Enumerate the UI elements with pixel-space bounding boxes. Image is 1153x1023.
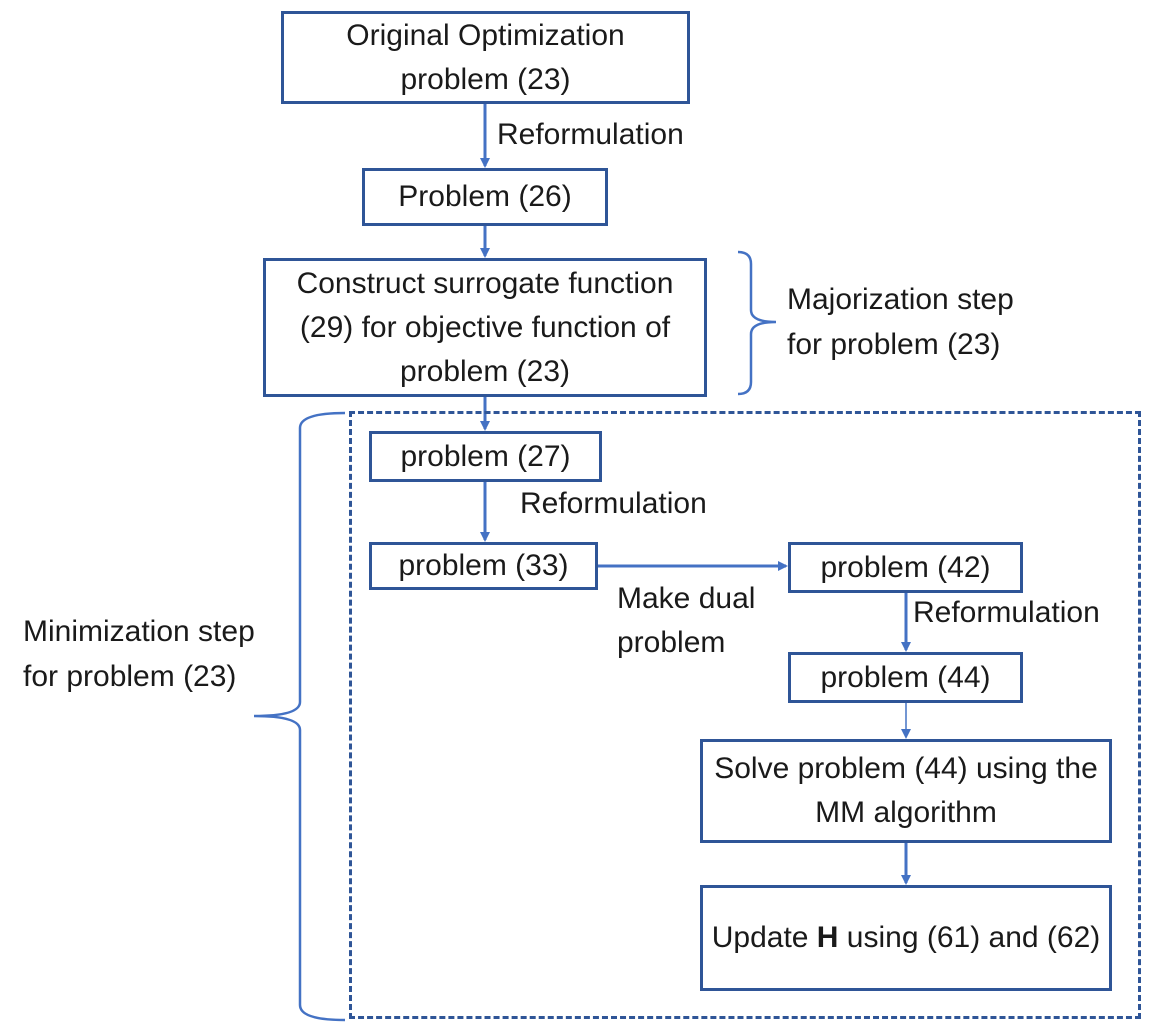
minimization-label-line2: for problem (23) [23,660,237,693]
update-h-matrix-symbol: H [816,921,839,954]
original-problem-box: Original Optimization problem (23) [281,11,690,104]
problem-44-text: problem (44) [820,660,991,694]
surrogate-function-box: Construct surrogate function (29) for ob… [263,258,707,397]
problem-33-box: problem (33) [369,542,598,590]
problem-44-box: problem (44) [788,652,1023,703]
surrogate-function-text: Construct surrogate function (29) for ob… [296,266,674,388]
reformulation-label-3: Reformulation [913,596,1100,629]
minimization-region [349,411,1141,1019]
minimization-brace [253,411,346,1022]
solve-mm-text: Solve problem (44) using the MM algorith… [714,752,1098,829]
majorization-label-line2: for problem (23) [787,328,1001,361]
solve-mm-box: Solve problem (44) using the MM algorith… [700,739,1112,843]
problem-26-text: Problem (26) [398,180,572,213]
majorization-label-line1: Majorization step [787,283,1014,316]
minimization-label-line1: Minimization step [23,615,255,648]
update-h-prefix: Update [711,921,817,954]
majorization-brace [737,250,777,396]
problem-33-text: problem (33) [398,549,569,582]
problem-26-box: Problem (26) [362,168,608,226]
problem-42-box: problem (42) [788,542,1023,593]
problem-27-box: problem (27) [369,431,602,482]
reformulation-label-1: Reformulation [497,118,684,151]
update-h-text: Update H using (61) and (62) [712,916,1101,960]
reformulation-label-2: Reformulation [520,487,707,520]
problem-42-text: problem (42) [820,550,991,584]
problem-27-text: problem (27) [400,439,571,473]
original-problem-text: Original Optimization problem (23) [346,18,625,96]
make-dual-label-line2: problem [617,626,726,659]
update-h-box: Update H using (61) and (62) [700,885,1112,991]
make-dual-label-line1: Make dual [617,582,756,615]
update-h-suffix: using (61) and (62) [838,921,1101,954]
